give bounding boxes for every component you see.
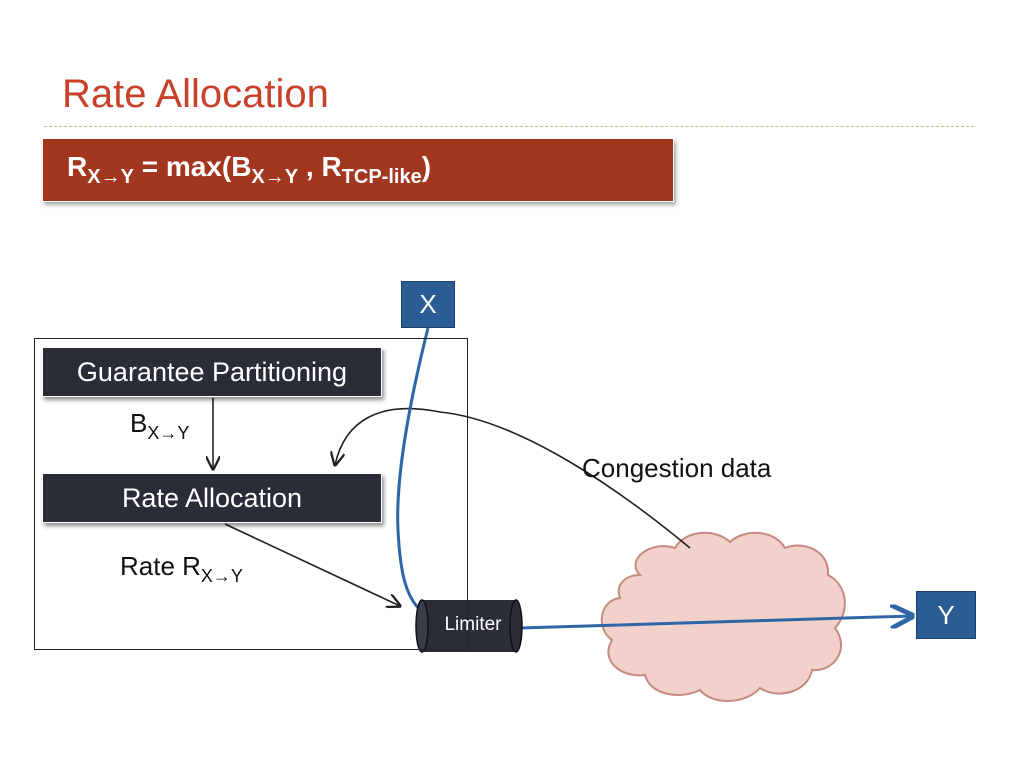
guarantee-partitioning-box: Guarantee Partitioning <box>42 347 382 397</box>
rate-label-subscript: X→Y <box>200 566 243 586</box>
b-label: BX→Y <box>130 408 189 444</box>
formula-comma-r: , R <box>298 151 342 182</box>
slide-title: Rate Allocation <box>62 72 329 116</box>
formula-box: RX→Y = max(BX→Y , RTCP-like) <box>42 138 674 202</box>
b-label-text: B <box>130 408 148 438</box>
formula-max: = max(B <box>133 151 252 182</box>
rate-label: Rate RX→Y <box>120 551 243 587</box>
rate-allocation-box: Rate Allocation <box>42 473 382 523</box>
congestion-data-label: Congestion data <box>582 453 772 483</box>
rate-label-text: Rate R <box>120 551 201 581</box>
rate-arrow <box>224 523 400 606</box>
limiter-cylinder <box>415 599 523 653</box>
formula-r: R <box>67 151 88 182</box>
b-label-subscript: X→Y <box>147 423 190 443</box>
limiter-label: Limiter <box>444 614 502 635</box>
network-cloud <box>600 531 846 702</box>
limiter-to-y-flow <box>519 616 912 630</box>
title-divider <box>44 126 974 127</box>
node-y: Y <box>916 591 976 639</box>
congestion-feedback-arrow <box>335 407 691 549</box>
formula-r-subscript: X→Y <box>87 166 134 188</box>
node-x: X <box>401 281 455 328</box>
formula-tcp-subscript: TCP-like <box>341 166 422 188</box>
formula-close-paren: ) <box>421 151 432 182</box>
rate-controller-container <box>34 338 468 650</box>
formula-b-subscript: X→Y <box>251 166 299 188</box>
x-to-limiter-flow <box>396 327 430 612</box>
